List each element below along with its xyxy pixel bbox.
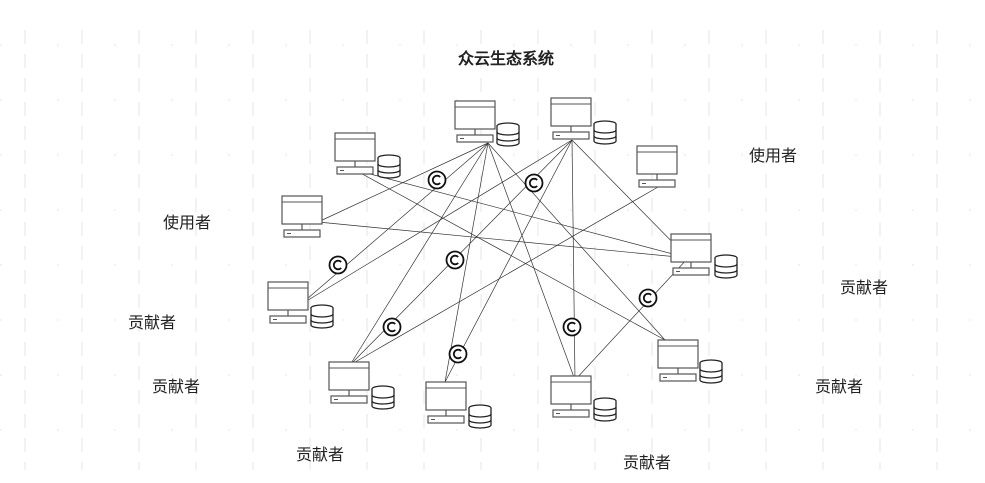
- computer-icon: [636, 145, 678, 188]
- node-user-left: [281, 195, 323, 238]
- database-icon: [699, 359, 723, 384]
- computer-icon: [281, 195, 323, 238]
- copyright-coin-icon: [562, 317, 582, 337]
- computer-icon: [328, 361, 370, 404]
- coin-group: [328, 170, 658, 364]
- node-left-middle: [267, 281, 334, 329]
- database-icon: [593, 120, 617, 145]
- copyright-coin-icon: [638, 288, 658, 308]
- copyright-coin-icon: [524, 173, 544, 193]
- node-left-lower: [328, 361, 395, 410]
- node-bottom-center-left: [425, 381, 492, 429]
- computer-icon: [334, 132, 376, 175]
- label-contributor-bottom-right: 贡献者: [623, 453, 672, 472]
- copyright-coin-icon: [448, 344, 468, 364]
- computer-icon: [550, 97, 592, 140]
- database-icon: [310, 304, 334, 329]
- label-contributor-left-1: 贡献者: [128, 313, 177, 332]
- node-top-left: [334, 132, 401, 179]
- node-top-center-left: [454, 100, 520, 147]
- background-grid: [0, 30, 985, 470]
- node-right-upper: [670, 233, 738, 279]
- label-contributor-bottom-left: 贡献者: [296, 445, 345, 464]
- database-icon: [593, 397, 617, 422]
- computer-icon: [670, 233, 712, 276]
- computer-icon: [657, 339, 699, 382]
- copyright-coin-icon: [328, 255, 348, 275]
- label-user-right: 使用者: [749, 146, 798, 165]
- database-icon: [377, 154, 401, 179]
- node-top-center-right: [550, 97, 617, 145]
- label-user-left: 使用者: [163, 213, 212, 232]
- node-bottom-center-right: [550, 375, 617, 422]
- computer-icon: [267, 281, 309, 324]
- node-user-right: [636, 145, 678, 188]
- label-contributor-right-2: 贡献者: [815, 377, 864, 396]
- node-right-lower: [657, 339, 723, 384]
- database-icon: [714, 254, 738, 279]
- label-contributor-right-1: 贡献者: [840, 278, 889, 297]
- computer-icon: [425, 381, 467, 424]
- connection-lines: [299, 139, 689, 383]
- database-icon: [496, 122, 520, 147]
- computer-icon: [550, 375, 592, 418]
- computer-icon: [454, 100, 496, 143]
- label-contributor-left-2: 贡献者: [152, 377, 201, 396]
- copyright-coin-icon: [382, 317, 402, 337]
- database-icon: [468, 404, 492, 429]
- database-icon: [371, 385, 395, 410]
- diagram-title: 众云生态系统: [458, 49, 555, 68]
- copyright-coin-icon: [445, 250, 465, 270]
- copyright-coin-icon: [427, 170, 447, 190]
